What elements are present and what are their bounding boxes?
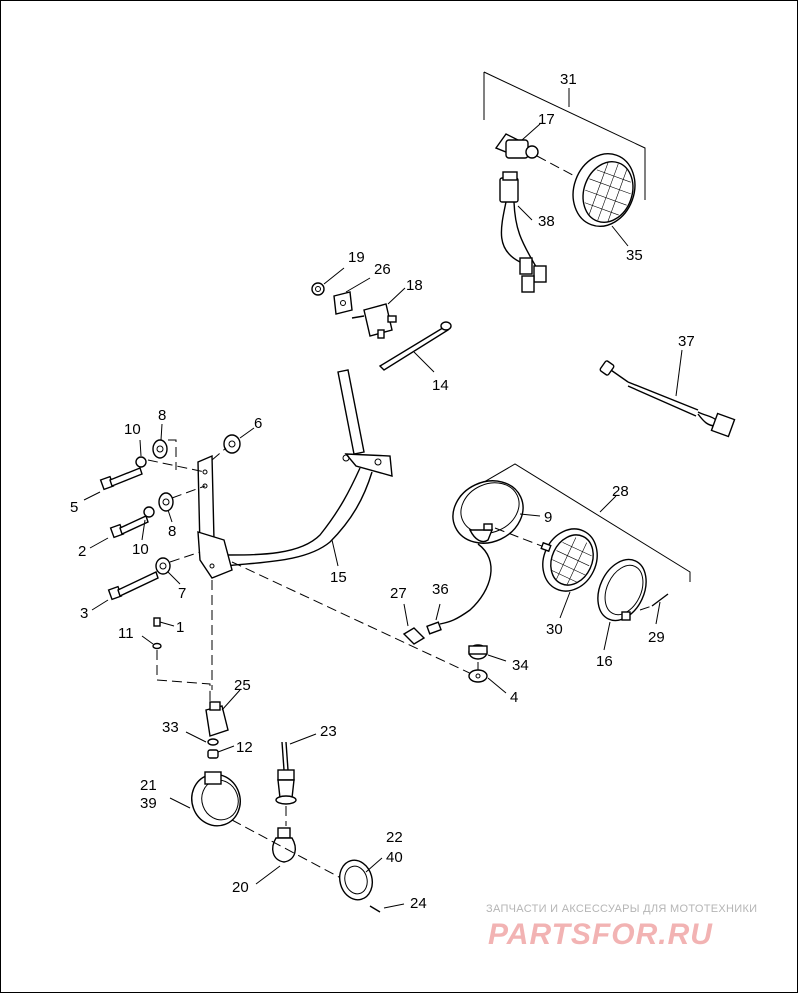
callout-3: 3: [80, 605, 88, 622]
lamp-unit-30: [540, 528, 598, 619]
callout-5: 5: [70, 499, 78, 516]
leader-dash-8: [168, 439, 177, 470]
callout-34: 34: [512, 657, 529, 674]
leader-washer-7: [169, 551, 201, 563]
watermark-brand: PARTSFOR.RU: [488, 918, 713, 951]
callout-33: 33: [162, 719, 179, 736]
callout-12: 12: [236, 739, 253, 756]
washer-8a: [152, 423, 168, 459]
leader-spacer-6: [211, 447, 227, 461]
bolt-2: [89, 515, 149, 549]
callout-14: 14: [432, 377, 449, 394]
callout-4: 4: [510, 689, 518, 706]
screw-1: [141, 617, 175, 650]
leader-bracket-34: [231, 561, 477, 677]
callout-36: 36: [432, 581, 449, 598]
callout-15: 15: [330, 569, 347, 586]
leader-housing-lens: [231, 819, 353, 885]
switch-18: [351, 287, 406, 339]
headlamp-35: [572, 153, 636, 247]
lead-36: [426, 603, 442, 635]
callout-27: 27: [390, 585, 407, 602]
screw-24: [369, 903, 405, 913]
lamp-housing-9: [439, 480, 553, 625]
washer-8b: [158, 492, 174, 523]
callout-31: 31: [560, 71, 577, 88]
bulb-17: [494, 123, 583, 181]
callout-1: 1: [176, 619, 184, 636]
washer-7: [155, 557, 181, 585]
plate-26: [333, 277, 371, 315]
callout-11: 11: [118, 625, 134, 642]
callout-labels: 31 17 38 35 19 26 18 14 37 10 8 6 5 2 10…: [70, 71, 695, 912]
nut-19: [311, 267, 345, 296]
leader-screw-1: [156, 650, 211, 706]
socket-23: [275, 733, 317, 805]
bolt-5: [83, 467, 143, 501]
spacer-6: [223, 427, 255, 454]
lamp-housing-21: [169, 771, 241, 827]
callout-9: 9: [544, 509, 552, 526]
washer-10b: [141, 506, 155, 541]
callout-2: 2: [78, 543, 86, 560]
callout-39: 39: [140, 795, 157, 812]
callout-10-lower: 10: [132, 541, 149, 558]
wiring-harness-38: [499, 171, 547, 293]
callout-40: 40: [386, 849, 403, 866]
callout-6: 6: [254, 415, 262, 432]
callout-35: 35: [626, 247, 643, 264]
washer-4: [468, 669, 507, 694]
bolt-3: [91, 571, 159, 611]
nut-12: [207, 745, 235, 759]
callout-7: 7: [178, 585, 186, 602]
callout-8-lower: 8: [168, 523, 176, 540]
callout-28: 28: [612, 483, 629, 500]
connector-27: [402, 603, 426, 645]
trim-ring-16: [597, 558, 647, 651]
callout-30: 30: [546, 621, 563, 638]
callout-38: 38: [538, 213, 555, 230]
callout-24: 24: [410, 895, 427, 912]
callout-20: 20: [232, 879, 249, 896]
callout-19: 19: [348, 249, 365, 266]
callout-8-upper: 8: [158, 407, 166, 424]
cable-strap-14: [378, 321, 452, 373]
screw-29: [639, 593, 669, 625]
lens-22: [339, 857, 383, 901]
callout-37: 37: [678, 333, 695, 350]
callout-18: 18: [406, 277, 423, 294]
leader-lower-bolt: [171, 485, 206, 499]
mount-bracket-15: [197, 369, 393, 579]
bracket-31: [483, 71, 646, 200]
leader-upper-bolt: [147, 459, 206, 473]
callout-26: 26: [374, 261, 391, 278]
callout-25: 25: [234, 677, 251, 694]
watermark-tagline: ЗАПЧАСТИ И АКСЕССУАРЫ ДЛЯ МОТОТЕХНИКИ: [486, 903, 757, 915]
callout-10-upper: 10: [124, 421, 141, 438]
cable-37: [599, 349, 736, 438]
washer-33: [185, 731, 219, 746]
callout-17: 17: [538, 111, 555, 128]
grommet-34: [468, 644, 507, 662]
bracket-28: [459, 463, 691, 582]
callout-16: 16: [596, 653, 613, 670]
callout-21: 21: [140, 777, 157, 794]
callout-29: 29: [648, 629, 665, 646]
callout-22: 22: [386, 829, 403, 846]
watermark: ЗАПЧАСТИ И АКСЕССУАРЫ ДЛЯ МОТОТЕХНИКИ PA…: [486, 903, 757, 951]
callout-23: 23: [320, 723, 337, 740]
bulb-20: [255, 827, 296, 885]
washer-10a: [135, 439, 147, 468]
clamp-25: [205, 689, 241, 737]
